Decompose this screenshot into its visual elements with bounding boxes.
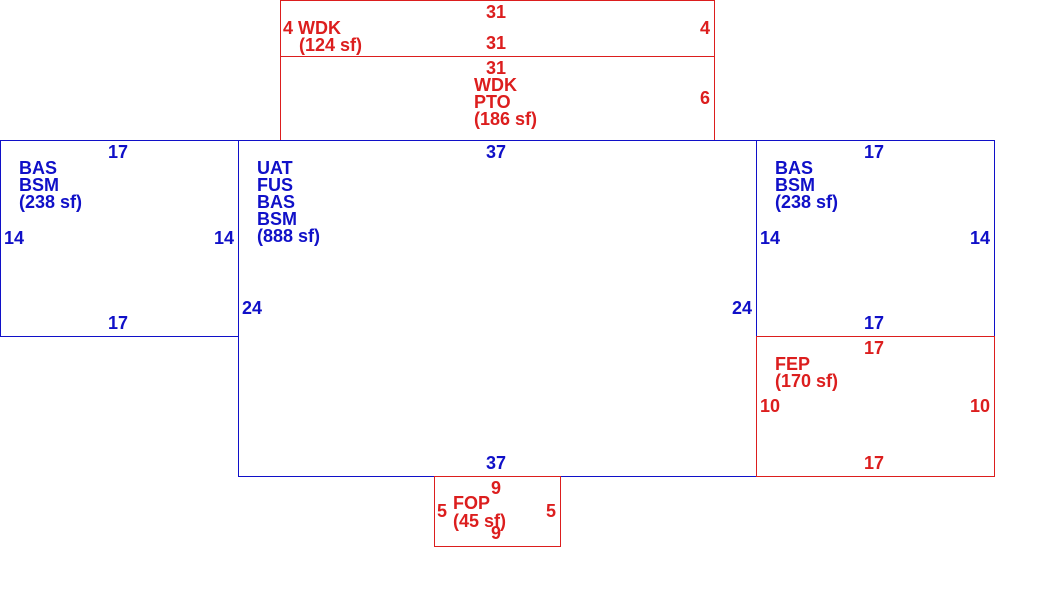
fop-dim-left: 5 (437, 501, 448, 521)
fop-code: FOP (453, 493, 491, 513)
right-wing-area-label: (238 sf) (775, 192, 839, 212)
main-living-area (238, 140, 757, 477)
wdk-top-code: WDK (298, 18, 341, 38)
wdk-top-dim-bottom: 31 (485, 33, 507, 53)
main-code-1: UAT (257, 158, 293, 178)
wdk-top-dim-right: 4 (699, 18, 710, 38)
fep-area (756, 336, 995, 477)
fop-area (434, 476, 561, 547)
right-wing-dim-top: 17 (863, 142, 885, 162)
right-wing-dim-right: 14 (969, 228, 990, 248)
left-wing-dim-top: 17 (107, 142, 129, 162)
wdk-pto-area-label: (186 sf) (474, 109, 538, 129)
right-wing-code-1: BAS (775, 158, 814, 178)
wdk-top-dim-top: 31 (485, 2, 507, 22)
fop-area-label: (45 sf) (453, 511, 507, 531)
wdk-pto-dim-top: 31 (485, 58, 507, 78)
main-code-2: FUS (257, 175, 293, 195)
main-dim-bottom: 37 (485, 453, 507, 473)
main-area-label: (888 sf) (257, 226, 321, 246)
fop-dim-top: 9 (490, 478, 502, 498)
right-wing-dim-bottom: 17 (863, 313, 885, 333)
fep-area-label: (170 sf) (775, 371, 839, 391)
wdk-top-dim-left: 4 (283, 18, 294, 38)
wdk-pto-dim-right: 6 (699, 88, 710, 108)
fep-code: FEP (775, 354, 811, 374)
left-wing-dim-bottom: 17 (107, 313, 129, 333)
main-dim-right: 24 (731, 298, 752, 318)
wdk-pto-code-2: PTO (474, 92, 511, 112)
fep-dim-top: 17 (863, 338, 885, 358)
right-wing-code-2: BSM (775, 175, 815, 195)
main-code-3: BAS (257, 192, 296, 212)
wdk-pto-code-1: WDK (474, 75, 517, 95)
fop-dim-right: 5 (545, 501, 556, 521)
left-wing-dim-left: 14 (4, 228, 25, 248)
left-wing-code-1: BAS (19, 158, 58, 178)
left-wing-dim-right: 14 (213, 228, 234, 248)
right-wing-dim-left: 14 (760, 228, 781, 248)
main-code-4: BSM (257, 209, 297, 229)
fep-dim-bottom: 17 (863, 453, 885, 473)
main-dim-left: 24 (242, 298, 263, 318)
main-dim-top: 37 (485, 142, 507, 162)
fep-dim-right: 10 (969, 396, 990, 416)
left-wing-area-label: (238 sf) (19, 192, 83, 212)
fep-dim-left: 10 (760, 396, 781, 416)
fop-dim-bottom: 9 (490, 523, 502, 543)
left-wing-code-2: BSM (19, 175, 59, 195)
wdk-top-area-label: (124 sf) (299, 35, 363, 55)
